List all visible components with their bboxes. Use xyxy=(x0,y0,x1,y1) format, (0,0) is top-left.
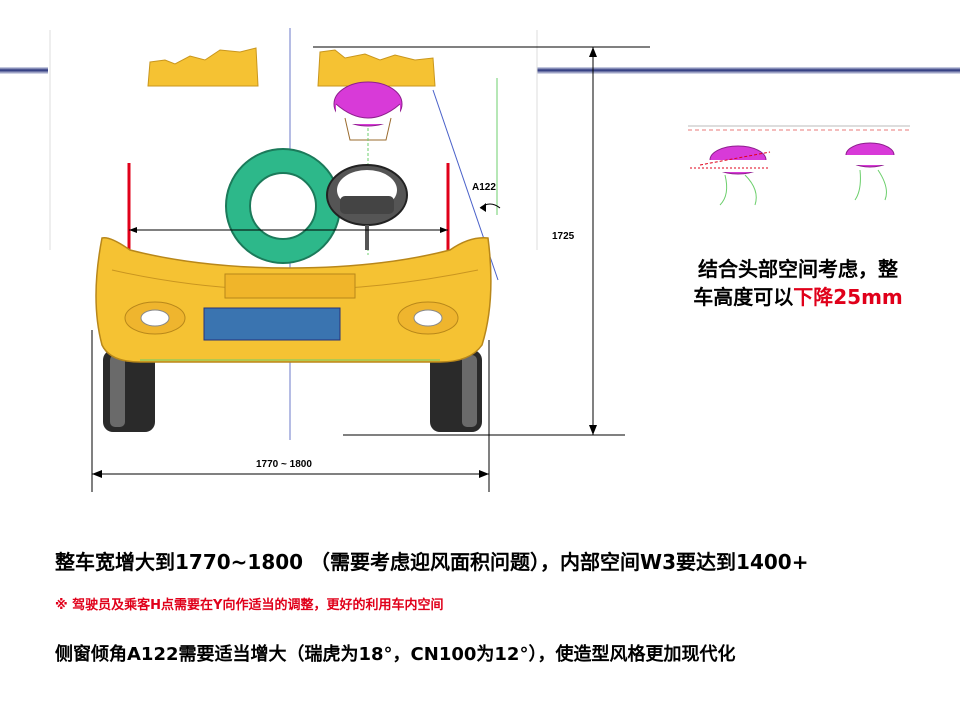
h-point-warning-note: ※ 驾驶员及乘客H点需要在Y向作适当的调整，更好的利用车内空间 xyxy=(55,598,444,613)
right-headrest xyxy=(317,49,436,87)
vehicle-front-diagram: A122 ≥1400 1725 1770 ~ 1800 xyxy=(49,28,910,492)
side-note-prefix: 车高度可以 xyxy=(693,285,794,309)
header-bar xyxy=(0,67,960,74)
angle-label: A122 xyxy=(472,182,496,193)
height-label: 1725 xyxy=(552,231,575,242)
side-note-highlight: 下降25mm xyxy=(793,285,903,309)
width-label: 1770 ~ 1800 xyxy=(256,459,312,470)
interior-width-label: ≥1400 xyxy=(262,216,290,227)
width-requirement-note: 整车宽增大到1770~1800 （需要考虑迎风面积问题），内部空间W3要达到14… xyxy=(55,550,809,574)
height-reduction-note: 结合头部空间考虑，整 车高度可以下降25mm xyxy=(668,255,928,311)
license-plate-area xyxy=(203,307,341,341)
head-space-inset xyxy=(688,125,910,206)
side-note-line2: 车高度可以下降25mm xyxy=(668,283,928,311)
window-angle-note: 侧窗倾角A122需要适当增大（瑞虎为18°，CN100为12°），使造型风格更加… xyxy=(55,644,736,665)
side-note-line1: 结合头部空间考虑，整 xyxy=(698,257,898,281)
car-front-body xyxy=(95,237,492,363)
left-headrest xyxy=(147,47,259,87)
